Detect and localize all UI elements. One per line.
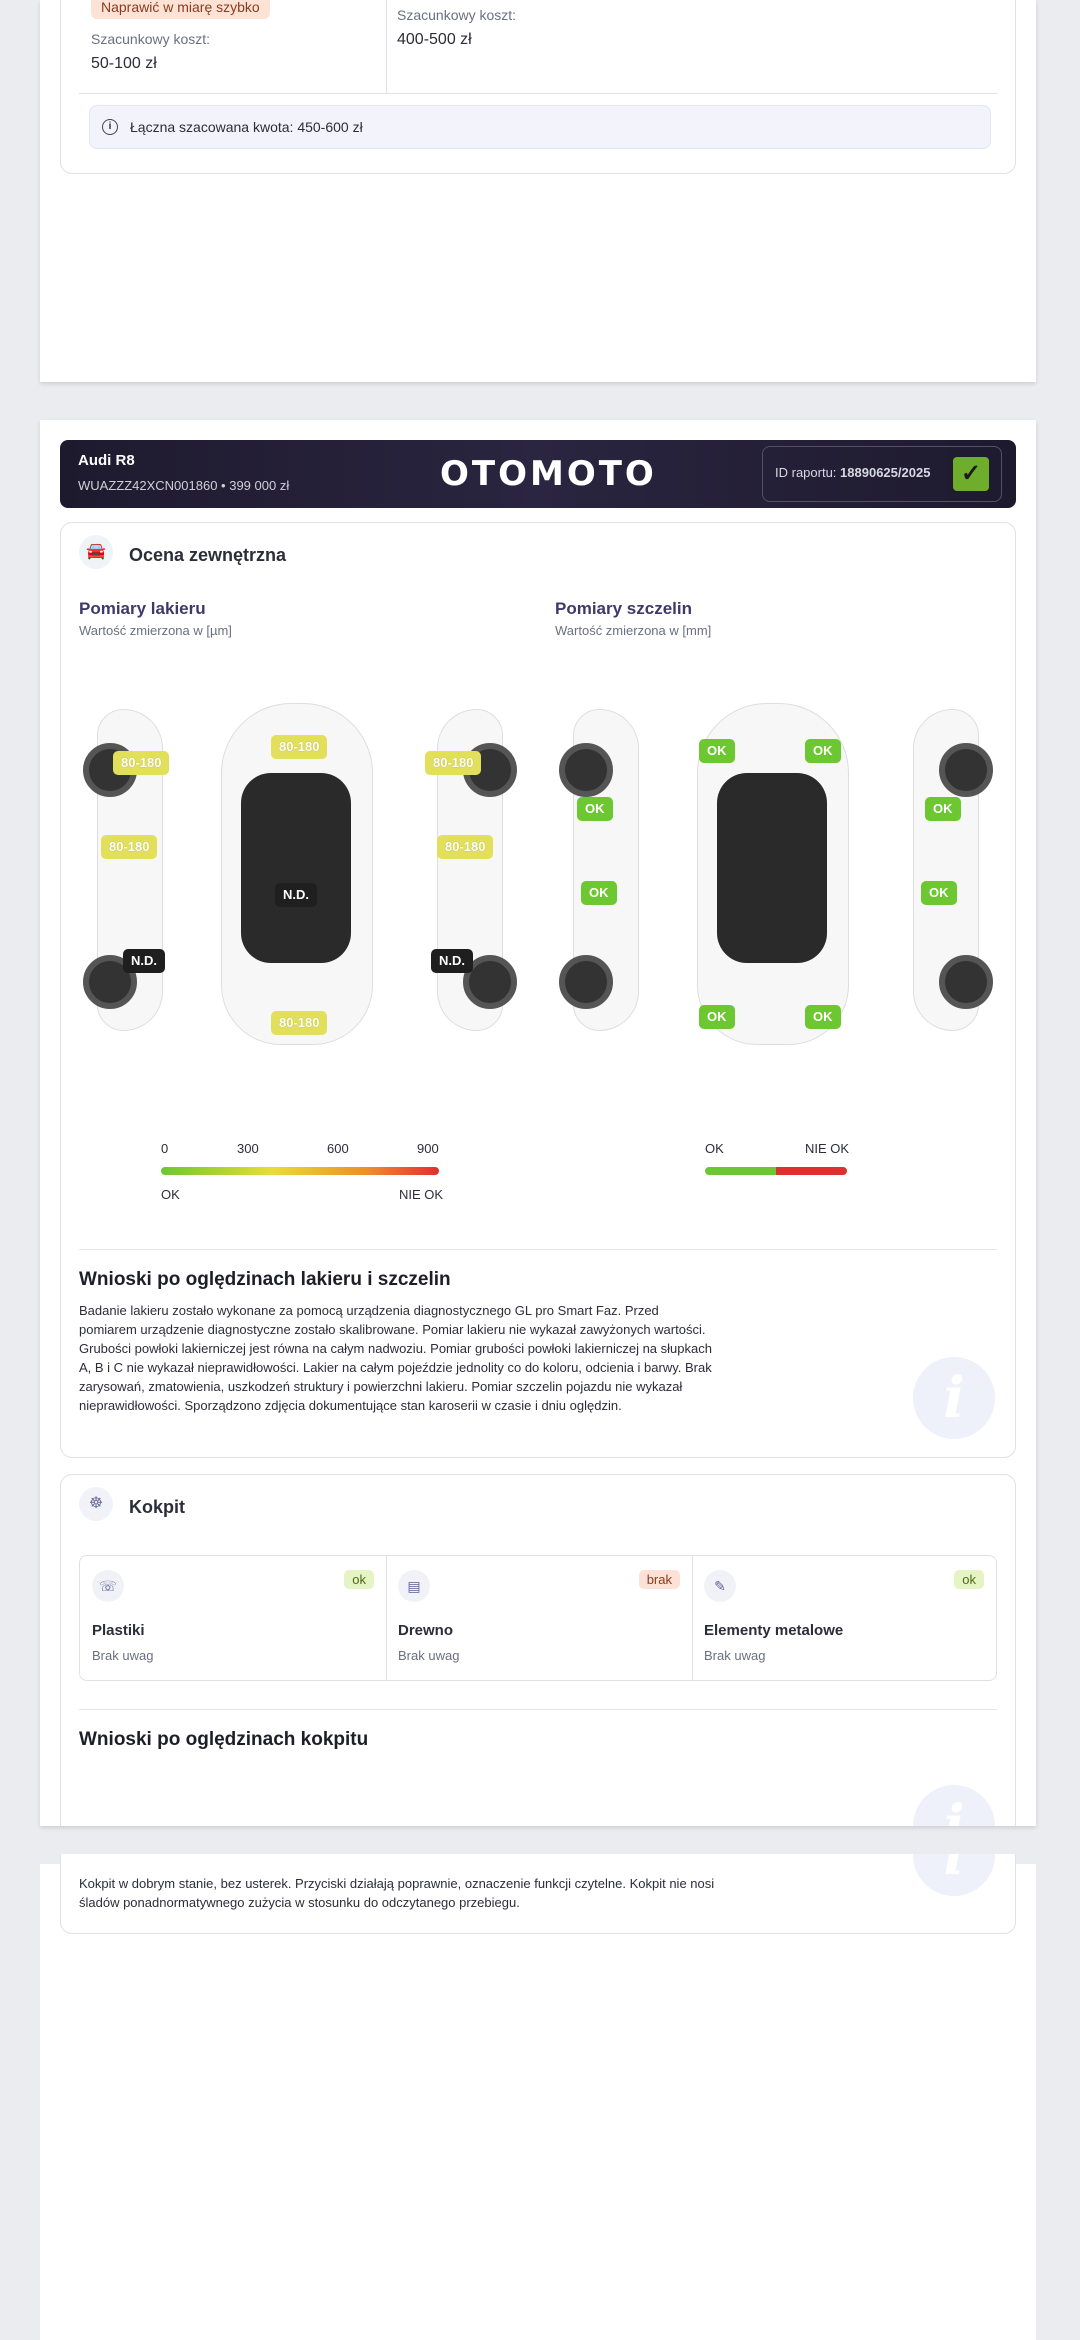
car-roof	[241, 773, 351, 963]
gaps-car-diagram: OK OK OK OK OK OK OK OK	[555, 703, 995, 1045]
cockpit-card-continued: Kokpit w dobrym stanie, bez usterek. Prz…	[60, 1854, 1016, 1934]
cockpit-card: ☸ Kokpit ☏ ok Plastiki Brak uwag ▤ brak …	[60, 1474, 1016, 1826]
gaps-title: Pomiary szczelin	[555, 599, 693, 618]
gap-tag: OK	[925, 797, 961, 821]
gap-tag: OK	[581, 881, 617, 905]
status-badge: brak	[638, 1570, 680, 1589]
wheel-icon	[559, 955, 613, 1009]
paint-tag-nd: N.D.	[123, 949, 165, 973]
report-id-label: ID raportu:	[775, 465, 837, 480]
steering-wheel-icon: ☸	[79, 1487, 113, 1521]
paint-tag: 80-180	[437, 835, 494, 859]
report-page-1: Naprawić w miarę szybko Szacunkowy koszt…	[40, 0, 1036, 382]
status-badge: ok	[344, 1570, 374, 1589]
cost-row-bottom-border	[79, 93, 997, 94]
verified-check-icon: ✓	[953, 457, 989, 491]
paint-tag: 80-180	[113, 751, 170, 775]
info-watermark-icon: i	[913, 1854, 995, 1896]
exterior-card: 🚘 Ocena zewnętrzna Pomiary lakieru Warto…	[60, 522, 1016, 1458]
report-id-box: ID raportu: 18890625/2025 ✓	[762, 446, 1002, 502]
paint-scale-bar	[161, 1167, 439, 1175]
paint-subtitle: Wartość zmierzona w [µm]	[79, 623, 232, 638]
report-id: 18890625/2025	[840, 465, 931, 480]
paint-tag: 80-180	[425, 751, 482, 775]
cost-label: Szacunkowy koszt:	[397, 7, 517, 23]
info-watermark-icon: i	[913, 1357, 995, 1439]
scale-tick: 600	[327, 1141, 349, 1156]
cost-cell-left: Naprawić w miarę szybko Szacunkowy koszt…	[61, 0, 387, 93]
otomoto-logo: OTOMOTO	[440, 454, 657, 494]
item-name: Plastiki	[92, 1622, 145, 1639]
gaps-subtitle: Wartość zmierzona w [mm]	[555, 623, 712, 638]
item-name: Drewno	[398, 1622, 454, 1639]
gap-tag: OK	[921, 881, 957, 905]
car-model: Audi R8	[78, 452, 135, 469]
paint-tag-nd: N.D.	[275, 883, 317, 907]
cockpit-grid: ☏ ok Plastiki Brak uwag ▤ brak Drewno Br…	[79, 1555, 997, 1681]
item-note: Brak uwag	[398, 1648, 460, 1663]
paint-tag: 80-180	[271, 735, 328, 759]
wood-icon: ▤	[398, 1570, 430, 1602]
repair-card: Naprawić w miarę szybko Szacunkowy koszt…	[60, 0, 1016, 174]
cockpit-item: ▤ brak Drewno Brak uwag	[386, 1556, 693, 1680]
info-icon: i	[102, 119, 118, 135]
section-title: Ocena zewnętrzna	[129, 545, 287, 565]
car-icon: 🚘	[79, 535, 113, 569]
total-estimate: i Łączna szacowana kwota: 450-600 zł	[89, 105, 991, 149]
scale-tick: 300	[237, 1141, 259, 1156]
cockpit-conclusions-text: Kokpit w dobrym stanie, bez usterek. Prz…	[79, 1876, 715, 1910]
item-note: Brak uwag	[704, 1648, 766, 1663]
car-roof	[717, 773, 827, 963]
wheel-icon	[559, 743, 613, 797]
cockpit-item: ☏ ok Plastiki Brak uwag	[80, 1556, 387, 1680]
paint-tag: 80-180	[271, 1011, 328, 1035]
scale-tick: 900	[417, 1141, 439, 1156]
cockpit-conclusions-title: Wnioski po oględzinach kokpitu	[79, 1729, 369, 1750]
gap-tag: OK	[699, 1005, 735, 1029]
section-title: Kokpit	[129, 1497, 185, 1517]
cost-value: 50-100 zł	[91, 55, 157, 72]
paint-tag-nd: N.D.	[431, 949, 473, 973]
scale-low: OK	[161, 1187, 180, 1202]
divider	[79, 1709, 997, 1710]
paint-title: Pomiary lakieru	[79, 599, 206, 618]
metal-icon: ✎	[704, 1570, 736, 1602]
gap-scale-low-label: OK	[705, 1141, 724, 1156]
wheel-icon	[939, 743, 993, 797]
cost-label: Szacunkowy koszt:	[91, 31, 211, 47]
report-page-2: Audi R8 WUAZZZ42XCN001860 • 399 000 zł O…	[40, 420, 1036, 1826]
gap-scale-bar	[705, 1167, 847, 1175]
paint-tag: 80-180	[101, 835, 158, 859]
item-note: Brak uwag	[92, 1648, 154, 1663]
urgency-badge: Naprawić w miarę szybko	[91, 0, 270, 19]
gap-tag: OK	[699, 739, 735, 763]
gap-tag: OK	[805, 739, 841, 763]
paint-conclusions-text: Badanie lakieru zostało wykonane za pomo…	[79, 1303, 712, 1413]
gap-scale-high-label: NIE OK	[805, 1141, 850, 1156]
info-watermark-icon: i	[913, 1785, 995, 1826]
cost-cell-right: Szacunkowy koszt: 400-500 zł	[387, 0, 1015, 93]
cost-value: 400-500 zł	[397, 31, 472, 48]
gap-tag: OK	[805, 1005, 841, 1029]
paint-car-diagram: 80-180 80-180 80-180 80-180 80-180 N.D. …	[79, 703, 519, 1045]
total-estimate-text: Łączna szacowana kwota: 450-600 zł	[130, 119, 363, 135]
plastic-icon: ☏	[92, 1570, 124, 1602]
scale-tick: 0	[161, 1141, 169, 1156]
status-badge: ok	[954, 1570, 984, 1589]
gap-tag: OK	[577, 797, 613, 821]
wheel-icon	[939, 955, 993, 1009]
cockpit-item: ✎ ok Elementy metalowe Brak uwag	[692, 1556, 996, 1680]
scale-high: NIE OK	[399, 1187, 444, 1202]
divider	[79, 1249, 997, 1250]
report-page-3: Kokpit w dobrym stanie, bez usterek. Prz…	[40, 1854, 1036, 2340]
paint-conclusions-title: Wnioski po oględzinach lakieru i szczeli…	[79, 1269, 451, 1290]
item-name: Elementy metalowe	[704, 1622, 844, 1639]
report-header: Audi R8 WUAZZZ42XCN001860 • 399 000 zł O…	[60, 440, 1016, 508]
vin-price: WUAZZZ42XCN001860 • 399 000 zł	[78, 478, 290, 493]
